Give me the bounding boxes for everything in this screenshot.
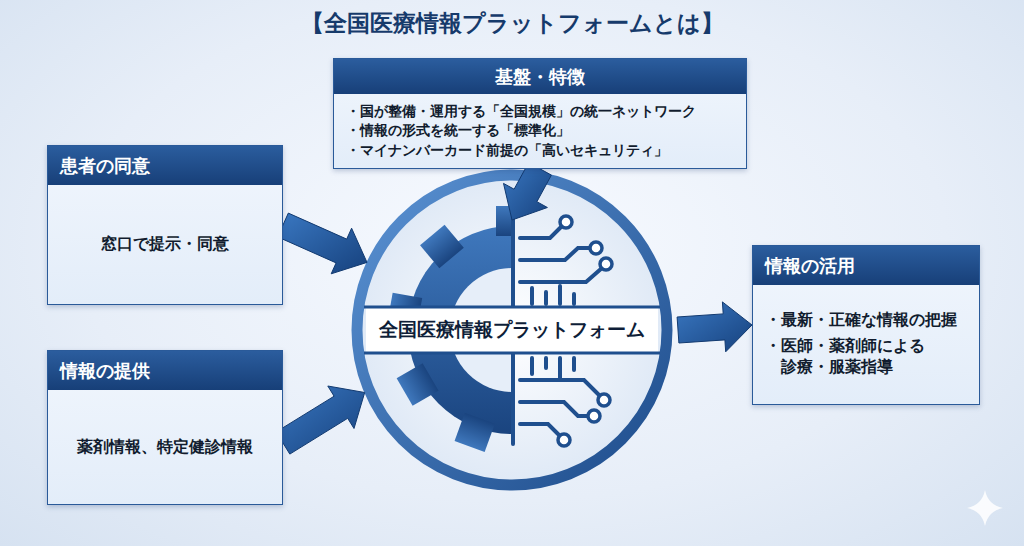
box-body: ・国が整備・運用する「全国規模」の統一ネットワーク・情報の形式を統一する「標準化… — [334, 94, 746, 168]
box-header: 情報の活用 — [753, 246, 979, 285]
center-band — [366, 308, 658, 352]
box-text: ・国が整備・運用する「全国規模」の統一ネットワーク — [346, 102, 734, 121]
box-text: 窓口で提示・同意 — [60, 234, 270, 255]
box-text: ・最新・正確な情報の把握 — [765, 310, 967, 332]
flow-arrow — [276, 386, 365, 454]
info-box: 患者の同意窓口で提示・同意 — [47, 145, 283, 305]
band-line — [364, 352, 660, 355]
platform-label: 全国医療情報プラットフォーム — [373, 313, 651, 347]
band-line — [364, 306, 660, 309]
box-text: ・医師・薬剤師による 診療・服薬指導 — [765, 336, 967, 379]
flow-arrow — [278, 213, 367, 274]
box-body: 薬剤情報、特定健診情報 — [48, 390, 282, 504]
box-header: 患者の同意 — [48, 146, 282, 185]
info-box: 情報の活用・最新・正確な情報の把握・医師・薬剤師による 診療・服薬指導 — [752, 245, 980, 405]
diagram-title: 【全国医療情報プラットフォームとは】 — [0, 8, 1024, 39]
platform-circle: 全国医療情報プラットフォーム — [350, 168, 674, 492]
info-box: 情報の提供薬剤情報、特定健診情報 — [47, 350, 283, 505]
box-text: 薬剤情報、特定健診情報 — [60, 437, 270, 458]
box-header: 情報の提供 — [48, 351, 282, 390]
box-text: ・情報の形式を統一する「標準化」 — [346, 121, 734, 140]
flow-arrow — [677, 302, 752, 352]
box-header: 基盤・特徴 — [334, 59, 746, 94]
box-body: 窓口で提示・同意 — [48, 185, 282, 304]
sparkle-star — [967, 490, 1003, 526]
box-text: ・マイナンバーカード前提の「高いセキュリティ」 — [346, 141, 734, 160]
info-box: 基盤・特徴・国が整備・運用する「全国規模」の統一ネットワーク・情報の形式を統一す… — [333, 58, 747, 169]
box-body: ・最新・正確な情報の把握・医師・薬剤師による 診療・服薬指導 — [753, 285, 979, 404]
platform-ring — [357, 175, 667, 485]
